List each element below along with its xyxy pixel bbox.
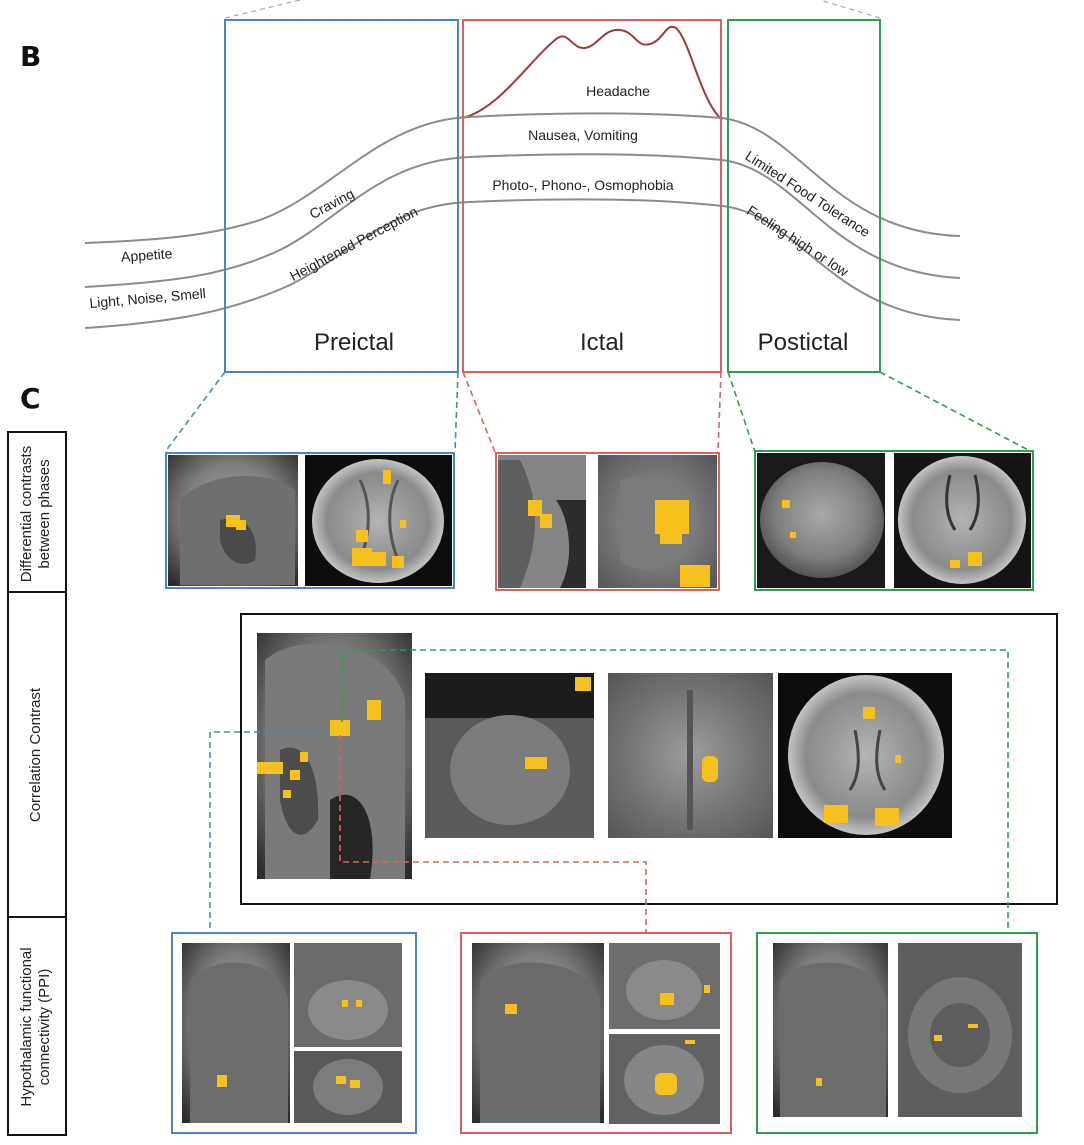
zoom-line-ictal-right (717, 371, 722, 453)
headache-curve (462, 25, 723, 121)
label-heightened-perception: Heightened Perception (287, 203, 420, 284)
zoom-line-ictal-left (462, 371, 496, 453)
label-nausea: Nausea, Vomiting (528, 127, 638, 143)
zoom-line-postictal-left (727, 371, 756, 453)
connector-ictal-ppi (339, 735, 647, 933)
row-label-differential: Differential contrasts between phases (18, 434, 54, 594)
panel-c-letter: C (20, 382, 41, 415)
curve-perception (84, 198, 961, 329)
ictal-diff-scans (495, 452, 720, 591)
phase-postictal: Postictal (758, 329, 849, 356)
connector-postictal-ppi (341, 649, 1009, 933)
phase-ictal: Ictal (580, 329, 624, 356)
row-label-correlation: Correlation Contrast (27, 687, 44, 823)
curve-appetite (84, 112, 961, 244)
zoom-line-postictal-right (879, 371, 1033, 453)
correlation-box (240, 613, 1058, 905)
preictal-box (224, 19, 459, 373)
top-dash-left (224, 0, 301, 19)
label-headache: Headache (586, 83, 650, 99)
zoom-line-preictal-right (454, 371, 459, 453)
phase-preictal: Preictal (314, 329, 394, 356)
row-label-box-ppi (7, 916, 67, 1136)
top-dash-right (819, 0, 881, 19)
correlation-scans (257, 633, 952, 879)
label-photophobia: Photo-, Phono-, Osmophobia (492, 177, 674, 193)
ictal-ppi-scans (460, 932, 732, 1134)
connector-preictal-ppi (209, 731, 330, 933)
postictal-diff-scans (754, 450, 1034, 591)
row-label-ppi-line1: Hypothalamic functional (18, 947, 35, 1107)
label-appetite: Appetite (120, 245, 173, 265)
curve-light (84, 153, 961, 288)
zoom-line-preictal-left (164, 371, 226, 453)
ictal-box (462, 19, 722, 373)
preictal-diff-scans (165, 452, 455, 589)
row-label-differential-line2: between phases (36, 459, 53, 569)
row-label-ppi: Hypothalamic functional connectivity (PP… (18, 937, 54, 1117)
label-light-noise-smell: Light, Noise, Smell (89, 285, 207, 311)
row-label-ppi-line2: connectivity (PPI) (36, 968, 53, 1086)
row-label-differential-line1: Differential contrasts (18, 445, 35, 583)
postictal-box (727, 19, 881, 373)
postictal-ppi-scans (756, 932, 1038, 1134)
panel-b-letter: B (20, 40, 41, 73)
preictal-ppi-scans (171, 932, 417, 1134)
